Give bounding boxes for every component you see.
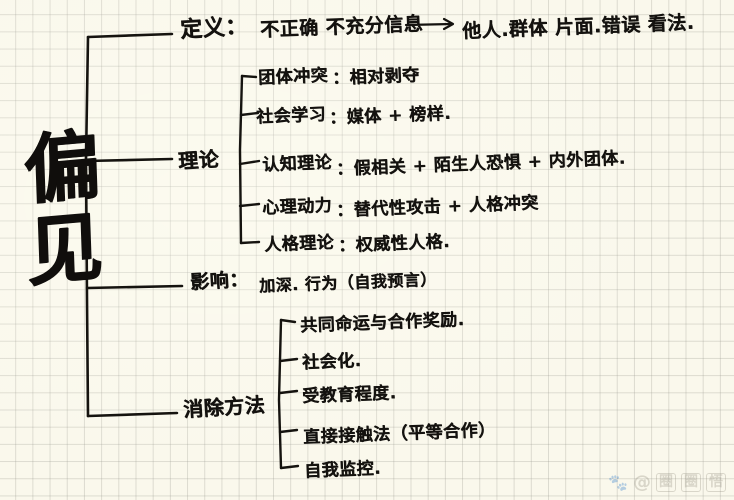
elimination-bracket-spine <box>277 318 283 470</box>
elimination-tick-4 <box>278 428 299 434</box>
theory-tick-1 <box>240 74 258 79</box>
branch-label-influence: 影响： <box>189 268 250 294</box>
theory-tick-4 <box>238 202 261 208</box>
theory-item-1-detail: ：相对剥夺 <box>331 65 420 89</box>
theory-tick-3 <box>238 159 261 166</box>
watermark: 🐾 @ 圈 圈 悟 <box>608 473 726 492</box>
definition-result: 他人.群体 片面.错误 看法. <box>461 11 695 43</box>
branch-line-definition <box>86 32 174 39</box>
elimination-item-5: 自我监控. <box>303 458 382 482</box>
elimination-tick-3 <box>278 389 299 395</box>
theory-item-1-term: 团体冲突 <box>257 65 329 89</box>
paw-icon: 🐾 <box>608 472 628 492</box>
root-title: 偏见 <box>9 123 105 296</box>
theory-item-3-detail: ：假相关 + 陌生人恐惧 + 内外团体. <box>335 148 626 180</box>
theory-bracket-spine <box>238 74 244 245</box>
theory-item-4-detail: ：替代性攻击 + 人格冲突 <box>335 193 539 221</box>
theory-item-5-term: 人格理论 <box>263 232 335 256</box>
watermark-char-3: 悟 <box>706 473 726 492</box>
watermark-char-1: 圈 <box>656 473 676 492</box>
theory-item-2-term: 社会学习 <box>255 104 327 128</box>
elimination-tick-1 <box>279 318 297 324</box>
theory-tick-5 <box>239 240 261 245</box>
watermark-char-2: 圈 <box>681 473 701 492</box>
theory-item-3-term: 认知理论 <box>261 152 333 176</box>
theory-item-4-term: 心理动力 <box>261 195 333 219</box>
elimination-item-3: 受教育程度. <box>301 383 397 407</box>
elimination-item-1: 共同命运与合作奖励. <box>299 309 465 337</box>
elimination-item-2: 社会化. <box>301 350 362 374</box>
influence-content: 加深. 行为（自我预言） <box>258 269 438 296</box>
elimination-item-4: 直接接触法（平等合作） <box>302 420 496 448</box>
definition-content: 不正确 不充分信息 <box>259 12 424 42</box>
branch-label-definition: 定义： <box>179 13 249 44</box>
branch-line-elimination <box>86 411 179 418</box>
branch-label-theory: 理论 <box>177 146 220 174</box>
branch-label-elimination: 消除方法 <box>182 392 266 422</box>
theory-item-5-detail: ：权威性人格. <box>337 231 451 257</box>
definition-arrow-head <box>442 17 455 31</box>
elimination-tick-2 <box>278 357 299 363</box>
theory-item-2-detail: ：媒体 + 榜样. <box>328 103 452 129</box>
at-symbol-icon: @ <box>633 471 651 493</box>
elimination-tick-5 <box>279 464 300 470</box>
